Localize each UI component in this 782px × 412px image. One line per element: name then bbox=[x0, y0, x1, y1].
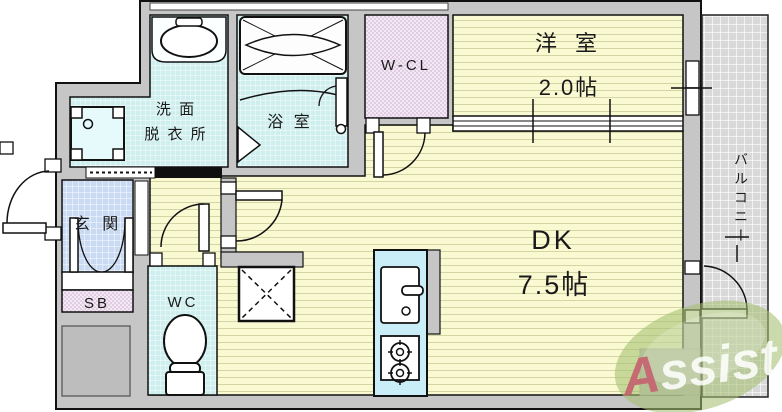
room-wcl-floor bbox=[364, 14, 449, 119]
dk-size: 7.5帖 bbox=[518, 270, 591, 300]
accordion-door bbox=[85, 166, 156, 179]
entrance-label: 玄 関 bbox=[74, 215, 122, 233]
wc-label: WC bbox=[168, 294, 199, 311]
sink-icon bbox=[151, 16, 227, 63]
wcl-label: W-CL bbox=[381, 57, 431, 74]
door-hall-to-dk bbox=[220, 181, 283, 249]
washroom-label-line2: 脱 衣 所 bbox=[144, 126, 207, 143]
shoebox-label: SB bbox=[84, 295, 110, 312]
door-wcl bbox=[365, 117, 431, 178]
kitchen-unit bbox=[373, 249, 428, 397]
wall-kitchen-stub bbox=[426, 249, 441, 335]
assist-logo: Assist bbox=[614, 300, 782, 412]
washroom-label-line1: 洗 面 bbox=[156, 101, 196, 118]
dk-label: DK bbox=[531, 225, 575, 255]
pipe-space bbox=[61, 325, 131, 397]
kitchen-sink-icon bbox=[380, 266, 424, 324]
western-room-label: 洋 室 bbox=[535, 31, 603, 56]
wall-opening-entrance bbox=[134, 180, 149, 256]
toilet-icon bbox=[163, 314, 207, 396]
door-shoebox-double bbox=[69, 217, 134, 273]
balcony-label: バルコニー bbox=[733, 152, 749, 247]
room-shoebox-floor bbox=[61, 289, 134, 313]
stove-icon bbox=[380, 335, 420, 385]
door-wc bbox=[149, 203, 216, 267]
partition-western-dk bbox=[452, 99, 684, 143]
washer-pan-icon bbox=[70, 106, 125, 161]
bathtub-icon bbox=[237, 16, 349, 164]
top-window bbox=[149, 2, 449, 11]
entrance-step bbox=[61, 271, 134, 291]
western-room-size: 2.0帖 bbox=[539, 75, 600, 100]
window-western-east bbox=[671, 60, 712, 116]
door-entrance bbox=[0, 141, 62, 241]
wall-black-band bbox=[155, 167, 222, 178]
bathroom-label: 浴 室 bbox=[267, 113, 312, 131]
wall-wc-top bbox=[220, 251, 304, 268]
fridge-space-icon bbox=[237, 265, 296, 323]
